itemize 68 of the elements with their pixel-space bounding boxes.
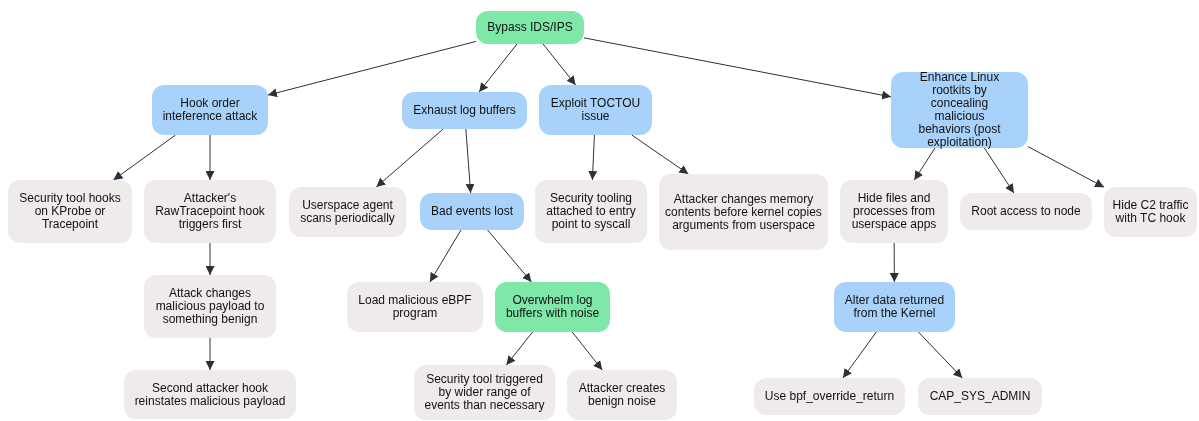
node-label: Security tool triggered by wider range of events than necessary bbox=[423, 373, 546, 412]
node-label: Second attacker hook reinstates malicious payload bbox=[133, 381, 287, 408]
arrow bbox=[842, 331, 877, 379]
step-box bbox=[124, 370, 296, 419]
step-box bbox=[144, 275, 276, 338]
arrow bbox=[1027, 146, 1105, 188]
arrow bbox=[631, 134, 689, 175]
node-label: Exhaust log buffers bbox=[413, 104, 516, 117]
node-label: Attacker creates benign noise bbox=[577, 382, 667, 408]
technique-box bbox=[834, 282, 955, 332]
goal-box bbox=[476, 11, 584, 44]
arrow bbox=[983, 147, 1015, 194]
arrow bbox=[889, 242, 899, 283]
step-box bbox=[659, 174, 828, 250]
node-label: Attacker changes memory contents before kernel copies arguments from userspace bbox=[665, 192, 822, 232]
step-box bbox=[918, 378, 1042, 415]
arrow bbox=[913, 147, 936, 181]
step-box bbox=[347, 282, 483, 332]
technique-box bbox=[539, 85, 652, 135]
node-label: Hide C2 traffic with TC hook bbox=[1111, 199, 1190, 225]
arrow bbox=[205, 337, 215, 371]
arrow bbox=[588, 134, 598, 181]
step-box bbox=[289, 187, 406, 237]
node-label: Overwhelm log buffers with noise bbox=[504, 294, 601, 320]
arrow bbox=[505, 331, 534, 366]
node-label: Hide files and processes from userspace apps bbox=[850, 192, 938, 231]
step-box bbox=[535, 180, 647, 243]
step-box bbox=[1104, 187, 1197, 237]
node-label: Alter data returned from the Kernel bbox=[843, 294, 946, 320]
arrow bbox=[205, 242, 215, 276]
step-box bbox=[960, 193, 1092, 230]
arrow bbox=[429, 229, 462, 283]
arrow bbox=[375, 128, 444, 188]
step-box bbox=[567, 370, 677, 420]
technique-box bbox=[891, 72, 1028, 148]
node-label: Hook order inteference attack bbox=[161, 97, 259, 123]
node-label: Security tooling attached to entry point to syscall bbox=[545, 192, 637, 231]
arrow bbox=[478, 43, 518, 93]
step-box bbox=[754, 378, 905, 415]
arrow bbox=[465, 128, 475, 194]
technique-box bbox=[420, 193, 524, 230]
node-label: Userspace agent scans periodically bbox=[299, 199, 396, 225]
step-box bbox=[840, 180, 948, 243]
node-label: Attack changes malicious payload to something benign bbox=[154, 287, 266, 326]
node-label: Security tool hooks on KProbe or Tracepoint bbox=[18, 192, 122, 231]
technique-box bbox=[152, 85, 268, 135]
node-label: Bad events lost bbox=[430, 205, 514, 218]
goal-box bbox=[495, 282, 610, 332]
arrow bbox=[112, 134, 176, 181]
step-box bbox=[144, 180, 276, 243]
arrow bbox=[487, 229, 532, 283]
node-label: Bypass IDS/IPS bbox=[487, 21, 573, 34]
arrow bbox=[205, 134, 215, 181]
node-label: Exploit TOCTOU issue bbox=[549, 97, 642, 123]
arrow bbox=[267, 40, 477, 98]
step-box bbox=[414, 365, 555, 420]
arrow bbox=[542, 43, 577, 86]
node-label: Enhance Linux rootkits by concealing malicious behaviors (post exploitation) bbox=[917, 71, 1002, 149]
arrow bbox=[917, 331, 963, 379]
technique-box bbox=[402, 92, 527, 129]
arrow bbox=[583, 37, 892, 100]
node-label: CAP_SYS_ADMIN bbox=[929, 390, 1031, 403]
step-box bbox=[8, 180, 132, 243]
node-label: Attacker's RawTracepoint hook triggers first bbox=[154, 192, 266, 231]
node-label: Root access to node bbox=[971, 205, 1081, 218]
node-label: Load malicious eBPF program bbox=[357, 294, 473, 320]
node-label: Use bpf_override_return bbox=[764, 390, 895, 403]
arrow bbox=[571, 331, 603, 371]
